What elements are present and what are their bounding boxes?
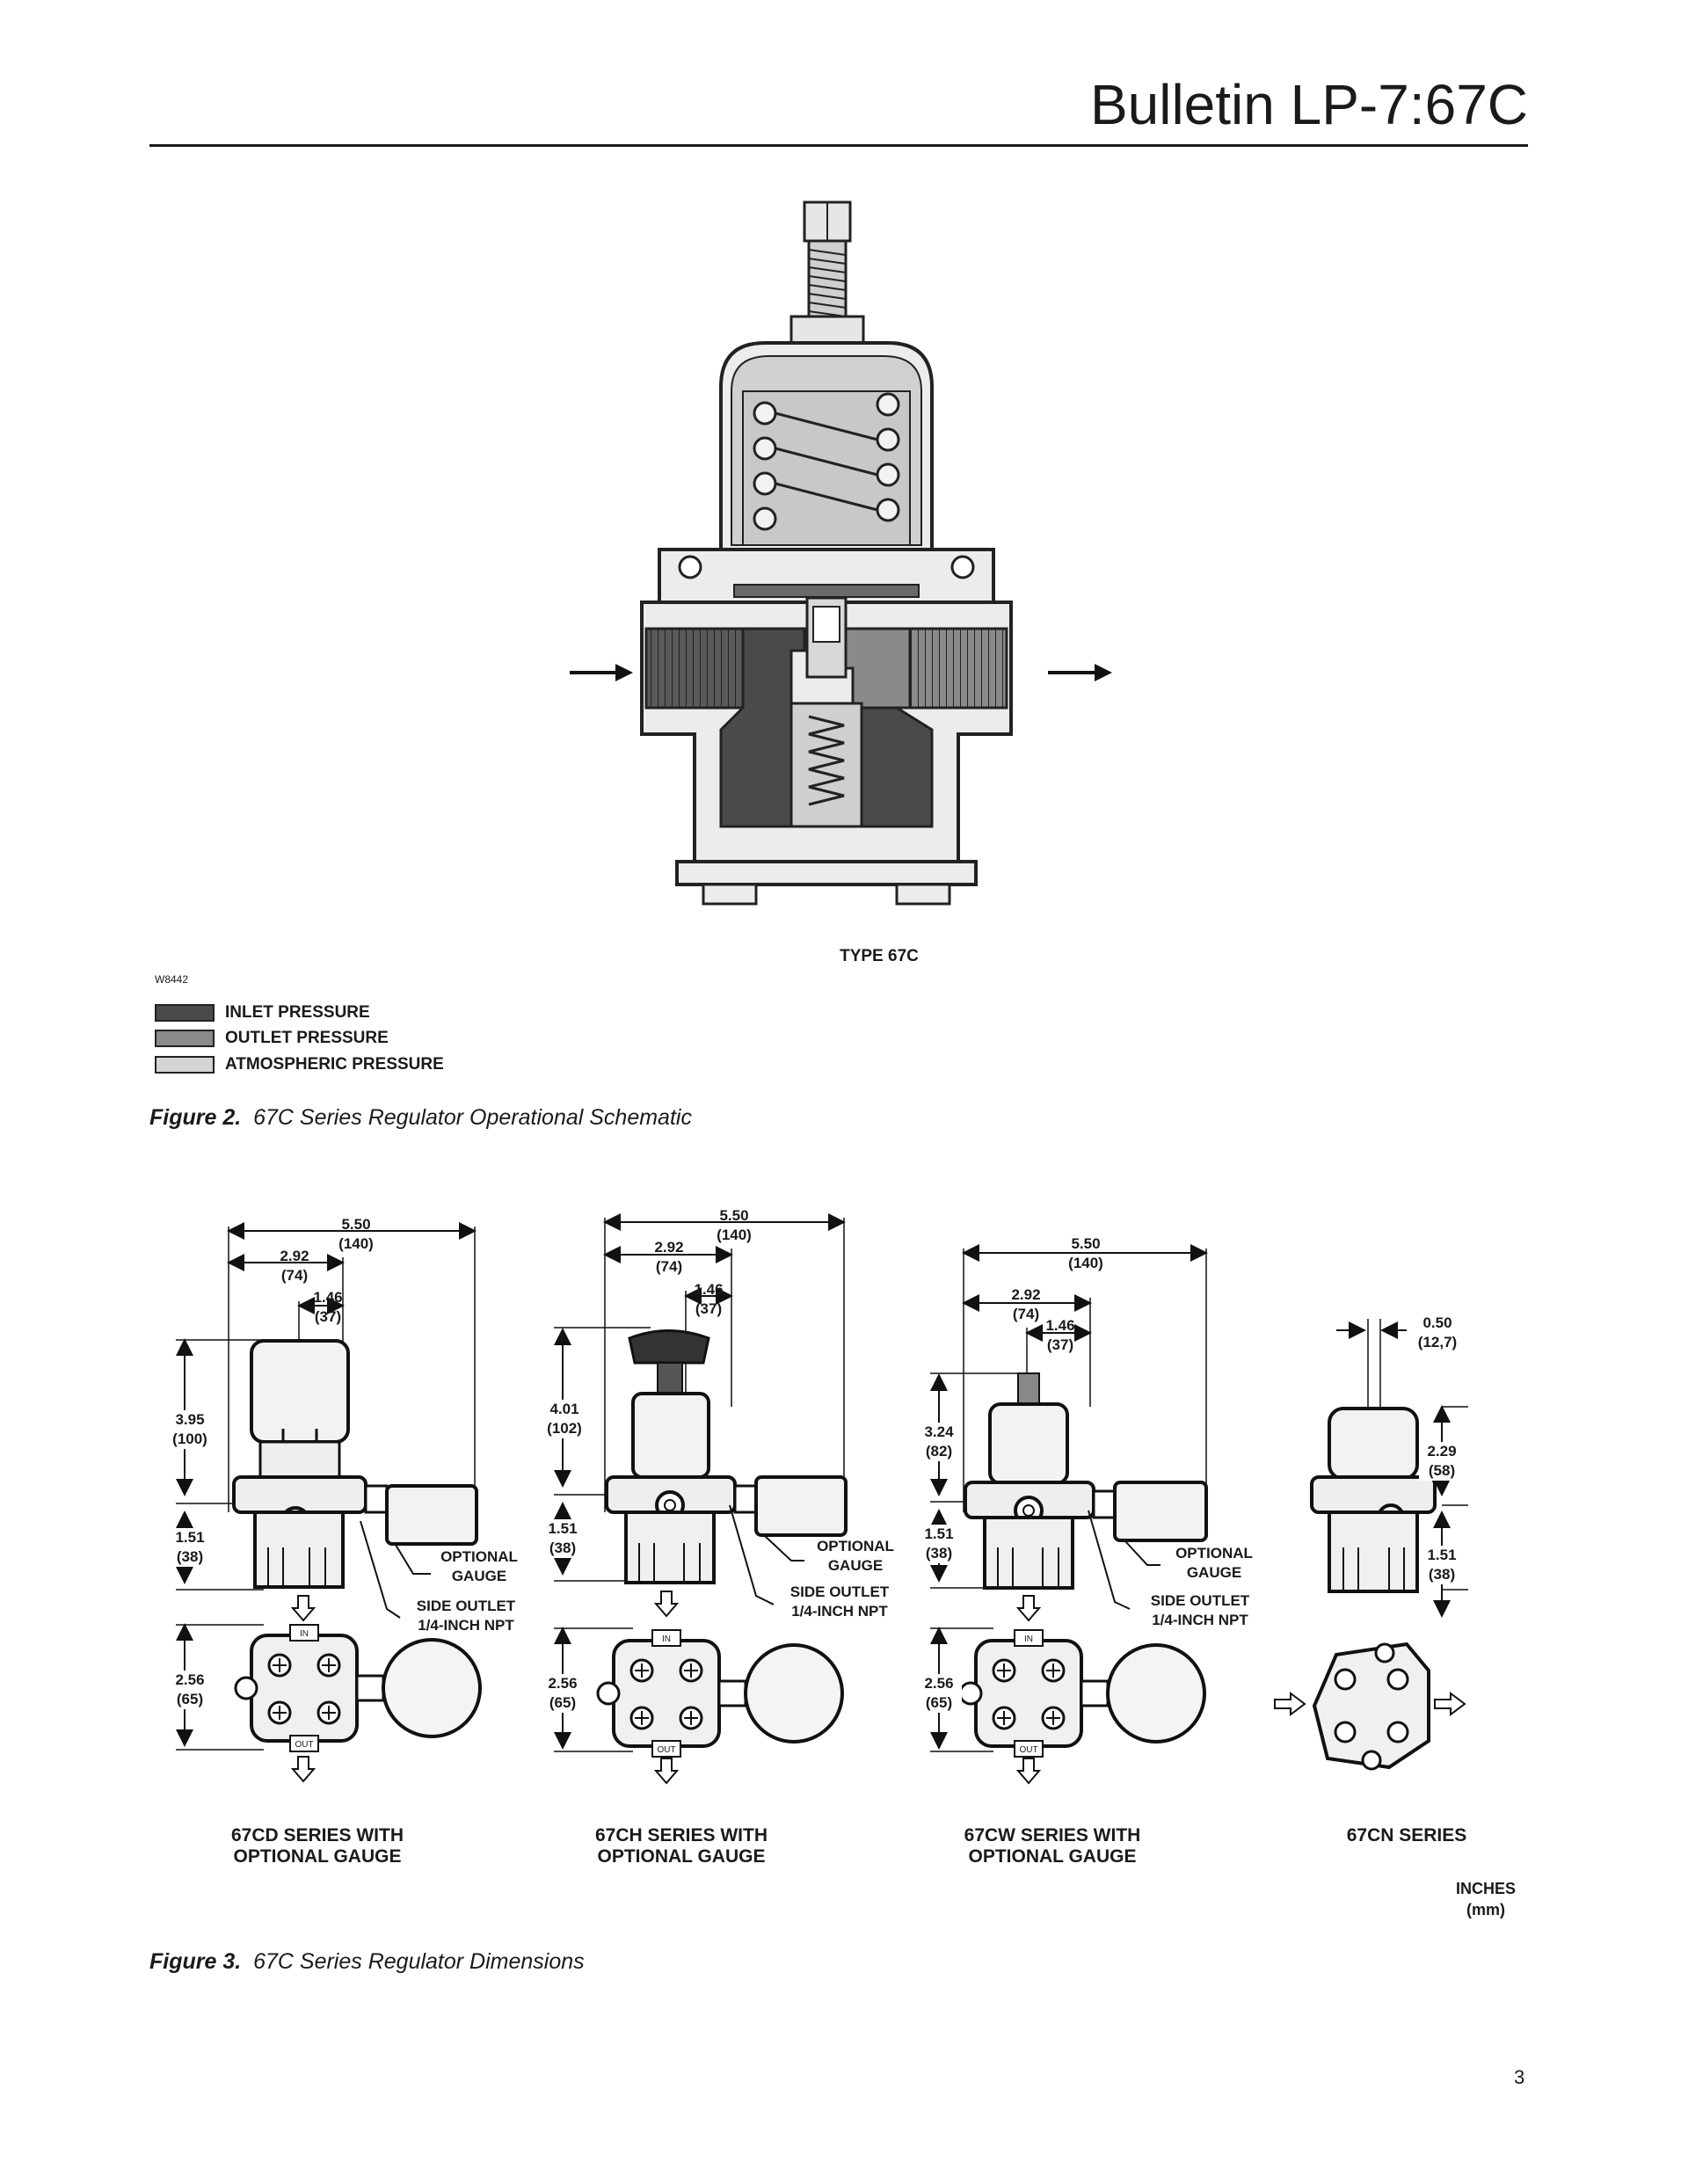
dim-67cd-width-small: 1.46(37) — [313, 1289, 343, 1325]
legend-swatch-outlet — [155, 1030, 215, 1047]
drawing-code: W8442 — [155, 973, 189, 986]
port-out-67cw: OUT — [1019, 1745, 1038, 1755]
units-label: INCHES(mm) — [1455, 1880, 1516, 1918]
dim-67cd-h-top: 3.95(100) — [164, 1410, 216, 1449]
regulator-schematic — [570, 200, 1112, 906]
dim-67cw-h-plan: 2.56(65) — [916, 1674, 962, 1713]
dim-67ch-width-total: 5.50(140) — [717, 1207, 752, 1243]
title-67cn: 67CN SERIES — [1346, 1825, 1467, 1845]
dim-67cd-width-mid: 2.92(74) — [280, 1248, 309, 1284]
dim-67cw-width-total: 5.50(140) — [1068, 1235, 1103, 1271]
page-number: 3 — [1514, 2066, 1525, 2088]
figure2-caption: Figure 2. 67C Series Regulator Operation… — [149, 1105, 692, 1131]
legend-label-inlet: INLET PRESSURE — [225, 1003, 370, 1022]
dim-67ch-h-bottom: 1.51(38) — [540, 1519, 586, 1558]
dim-67cn-width-small: 0.50(12,7) — [1417, 1314, 1458, 1350]
figure3-caption: Figure 3. 67C Series Regulator Dimension… — [149, 1949, 585, 1975]
dim-67cd-h-bottom: 1.51(38) — [167, 1528, 213, 1567]
legend-label-outlet: OUTLET PRESSURE — [225, 1029, 389, 1047]
port-in-67cw: IN — [1024, 1634, 1033, 1644]
dim-67ch-width-mid: 2.92(74) — [654, 1239, 684, 1275]
dim-67cw-h-top: 3.24(82) — [916, 1423, 962, 1461]
port-in-67ch: IN — [662, 1634, 671, 1644]
view-67cw — [930, 1244, 1208, 1784]
dim-67ch-h-plan: 2.56(65) — [540, 1674, 586, 1713]
pressure-legend: INLET PRESSURE OUTLET PRESSURE ATMOSPHER… — [155, 1001, 444, 1078]
figure2-caption-text: 67C Series Regulator Operational Schemat… — [253, 1105, 692, 1130]
legend-item-outlet: OUTLET PRESSURE — [155, 1025, 444, 1052]
port-out-67ch: OUT — [657, 1745, 676, 1755]
dim-67ch-h-top: 4.01(102) — [540, 1400, 589, 1438]
dim-67cw-h-bottom: 1.51(38) — [916, 1525, 962, 1563]
figure2-caption-number: Figure 2. — [149, 1105, 242, 1130]
type-label: TYPE 67C — [840, 947, 919, 965]
view-67cn — [1274, 1319, 1468, 1771]
view-67cd — [176, 1222, 482, 1782]
header-rule — [149, 144, 1528, 147]
dim-67ch-width-small: 1.46(37) — [694, 1281, 724, 1317]
bulletin-title: Bulletin LP-7:67C — [1089, 73, 1528, 136]
dim-67cn-h-top: 2.29(58) — [1419, 1442, 1465, 1481]
dim-67cd-width-total: 5.50(140) — [338, 1216, 374, 1252]
port-out-67cd: OUT — [295, 1740, 314, 1750]
figure3-caption-text: 67C Series Regulator Dimensions — [253, 1949, 585, 1974]
legend-swatch-atmospheric — [155, 1056, 215, 1074]
legend-item-atmospheric: ATMOSPHERIC PRESSURE — [155, 1052, 444, 1078]
dim-67cd-h-plan: 2.56(65) — [167, 1671, 213, 1709]
dim-67cw-width-small: 1.46(37) — [1045, 1317, 1075, 1353]
legend-label-atmospheric: ATMOSPHERIC PRESSURE — [225, 1055, 444, 1074]
legend-swatch-inlet — [155, 1004, 215, 1022]
legend-item-inlet: INLET PRESSURE — [155, 1001, 444, 1025]
figure3-caption-number: Figure 3. — [149, 1949, 242, 1974]
view-67ch — [554, 1213, 848, 1784]
dim-67cw-width-mid: 2.92(74) — [1011, 1286, 1041, 1322]
port-in-67cd: IN — [300, 1629, 309, 1639]
dim-67cn-h-bottom: 1.51(38) — [1419, 1546, 1465, 1584]
